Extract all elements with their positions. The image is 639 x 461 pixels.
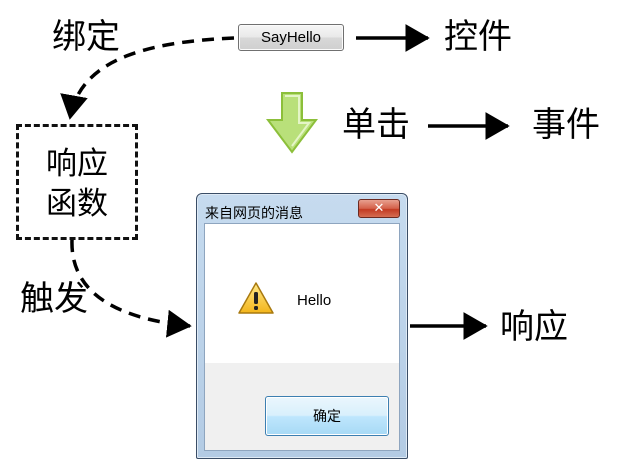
trigger-dashed-arrow [70,239,192,338]
dialog-title: 来自网页的消息 [205,206,303,222]
warning-icon [238,282,274,314]
close-icon: ✕ [373,201,385,216]
handler-line-1: 响应 [46,146,108,182]
click-down-arrow [266,92,318,154]
dialog-message: Hello [297,292,332,309]
sayhello-button[interactable]: SayHello [238,24,344,51]
dialog-body: Hello 确定 [204,223,400,451]
alert-dialog: 来自网页的消息 ✕ Hello 确定 [196,193,408,459]
handler-line-2: 函数 [46,186,108,222]
dialog-footer: 确定 [205,363,399,450]
dialog-close-button[interactable]: ✕ [358,199,400,218]
control-label: 控件 [444,17,512,57]
trigger-label: 触发 [20,279,88,319]
response-function-box: 响应 函数 [16,124,138,240]
event-label: 事件 [532,105,600,145]
response-label: 响应 [500,307,568,347]
bind-label: 绑定 [52,17,120,57]
click-label: 单击 [342,105,410,145]
ok-button[interactable]: 确定 [265,396,389,436]
